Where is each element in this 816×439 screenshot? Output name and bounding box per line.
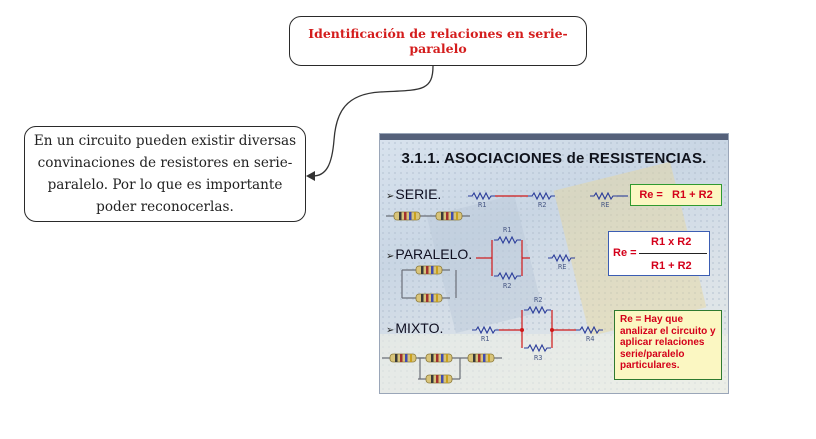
- resistor-label: R3: [534, 354, 543, 362]
- paralelo-physical-resistors: [401, 265, 457, 303]
- formula-paralelo-lhs: Re =: [613, 247, 637, 259]
- resistor-label: R1: [481, 335, 490, 343]
- section-label-paralelo: PARALELO.: [386, 246, 472, 262]
- mixto-physical-resistors: [381, 353, 503, 384]
- formula-paralelo-numerator: R1 x R2: [651, 236, 692, 248]
- circuit-drawings: [381, 192, 628, 384]
- formula-paralelo-denominator: R1 + R2: [651, 260, 692, 272]
- resistor-label: RE: [601, 201, 610, 209]
- slide-top-bar: [380, 134, 728, 140]
- formula-paralelo: Re = R1 x R2 R1 + R2: [608, 231, 710, 276]
- topic-node-description[interactable]: En un circuito pueden existir diversas c…: [24, 126, 306, 222]
- serie-schematic: [467, 192, 628, 200]
- resistor-label: R4: [586, 335, 595, 343]
- connector-arrowhead: [306, 171, 315, 181]
- section-label-serie: SERIE.: [386, 186, 441, 202]
- topic-description-text: En un circuito pueden existir diversas c…: [33, 133, 297, 215]
- formula-mixto-note: Re = Hay que analizar el circuito y apli…: [614, 310, 722, 380]
- slide-image: 3.1.1. ASOCIACIONES de RESISTENCIAS. SER…: [379, 133, 729, 394]
- formula-serie: Re = R1 + R2: [630, 184, 722, 206]
- section-label-mixto: MIXTO.: [386, 320, 443, 336]
- fraction-bar: [639, 253, 707, 254]
- resistor-label: R2: [503, 282, 512, 290]
- resistor-label: R2: [534, 296, 543, 304]
- slide-heading: 3.1.1. ASOCIACIONES de RESISTENCIAS.: [401, 150, 707, 167]
- topic-node-title[interactable]: Identificación de relaciones en serie-pa…: [289, 16, 587, 66]
- resistor-label: R2: [538, 201, 547, 209]
- formula-mixto-text: Re = Hay que analizar el circuito y apli…: [620, 314, 716, 371]
- topic-title-text: Identificación de relaciones en serie-pa…: [308, 26, 568, 56]
- resistor-label: R1: [503, 226, 512, 234]
- formula-serie-text: Re = R1 + R2: [639, 189, 713, 201]
- serie-physical-resistors: [385, 211, 471, 221]
- connector-line: [312, 65, 434, 177]
- mixto-schematic: [471, 306, 604, 352]
- paralelo-schematic: [476, 236, 576, 280]
- resistor-label: RE: [558, 263, 567, 271]
- resistor-label: R1: [478, 201, 487, 209]
